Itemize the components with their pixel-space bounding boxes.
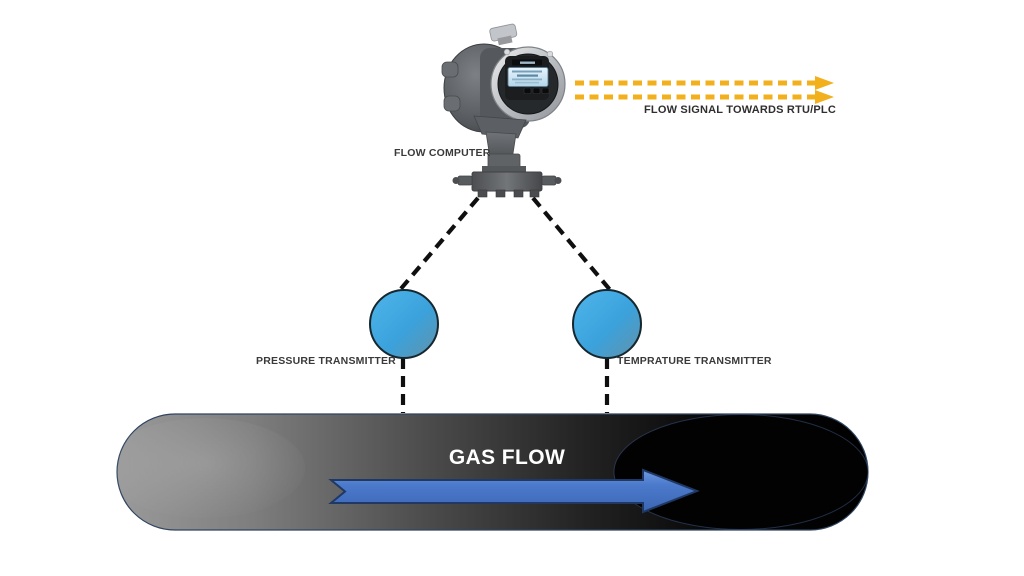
device-bottom-nubs bbox=[477, 189, 540, 198]
device-conduit-port-top bbox=[441, 61, 459, 78]
gas-flow-label: GAS FLOW bbox=[448, 446, 566, 469]
device-flange bbox=[471, 171, 543, 192]
temperature-transmitter-label: TEMPRATURE TRANSMITTER bbox=[617, 355, 772, 367]
temperature-transmitter-node bbox=[572, 289, 642, 359]
flow-signal-arrow-bottom-head-icon bbox=[815, 90, 834, 104]
device-ring-bolt-left bbox=[503, 48, 511, 56]
gas-flow-arrow-icon bbox=[328, 468, 700, 514]
gas-pipe-highlight bbox=[105, 418, 305, 518]
device-ring-bolt-right bbox=[546, 50, 554, 58]
device-side-bolt-left bbox=[457, 175, 473, 186]
connector-computer-to-temperature bbox=[531, 196, 613, 293]
pressure-transmitter-label: PRESSURE TRANSMITTER bbox=[256, 355, 396, 367]
flow-signal-arrows bbox=[575, 76, 834, 104]
gas-pipe bbox=[105, 413, 869, 531]
device-side-bolt-right bbox=[541, 175, 557, 186]
device-buttons bbox=[523, 87, 550, 94]
device-lcd-screen bbox=[507, 67, 549, 87]
connector-computer-to-pressure bbox=[397, 196, 480, 293]
device-conduit-port-bottom bbox=[443, 95, 461, 112]
flow-signal-arrow-top-head-icon bbox=[815, 76, 834, 90]
device-top-cap bbox=[489, 23, 518, 46]
device-bolt-nub-left bbox=[452, 177, 460, 184]
flow-computer-device bbox=[441, 23, 566, 198]
device-bolt-nub-right bbox=[554, 177, 562, 184]
device-brand-mark bbox=[520, 61, 535, 64]
gas-pipe-end-ellipse bbox=[613, 414, 869, 530]
flow-computer-label: FLOW COMPUTER bbox=[394, 147, 491, 159]
device-flange-step bbox=[482, 166, 526, 174]
flow-signal-label: FLOW SIGNAL TOWARDS RTU/PLC bbox=[644, 104, 836, 116]
pressure-transmitter-node bbox=[369, 289, 439, 359]
